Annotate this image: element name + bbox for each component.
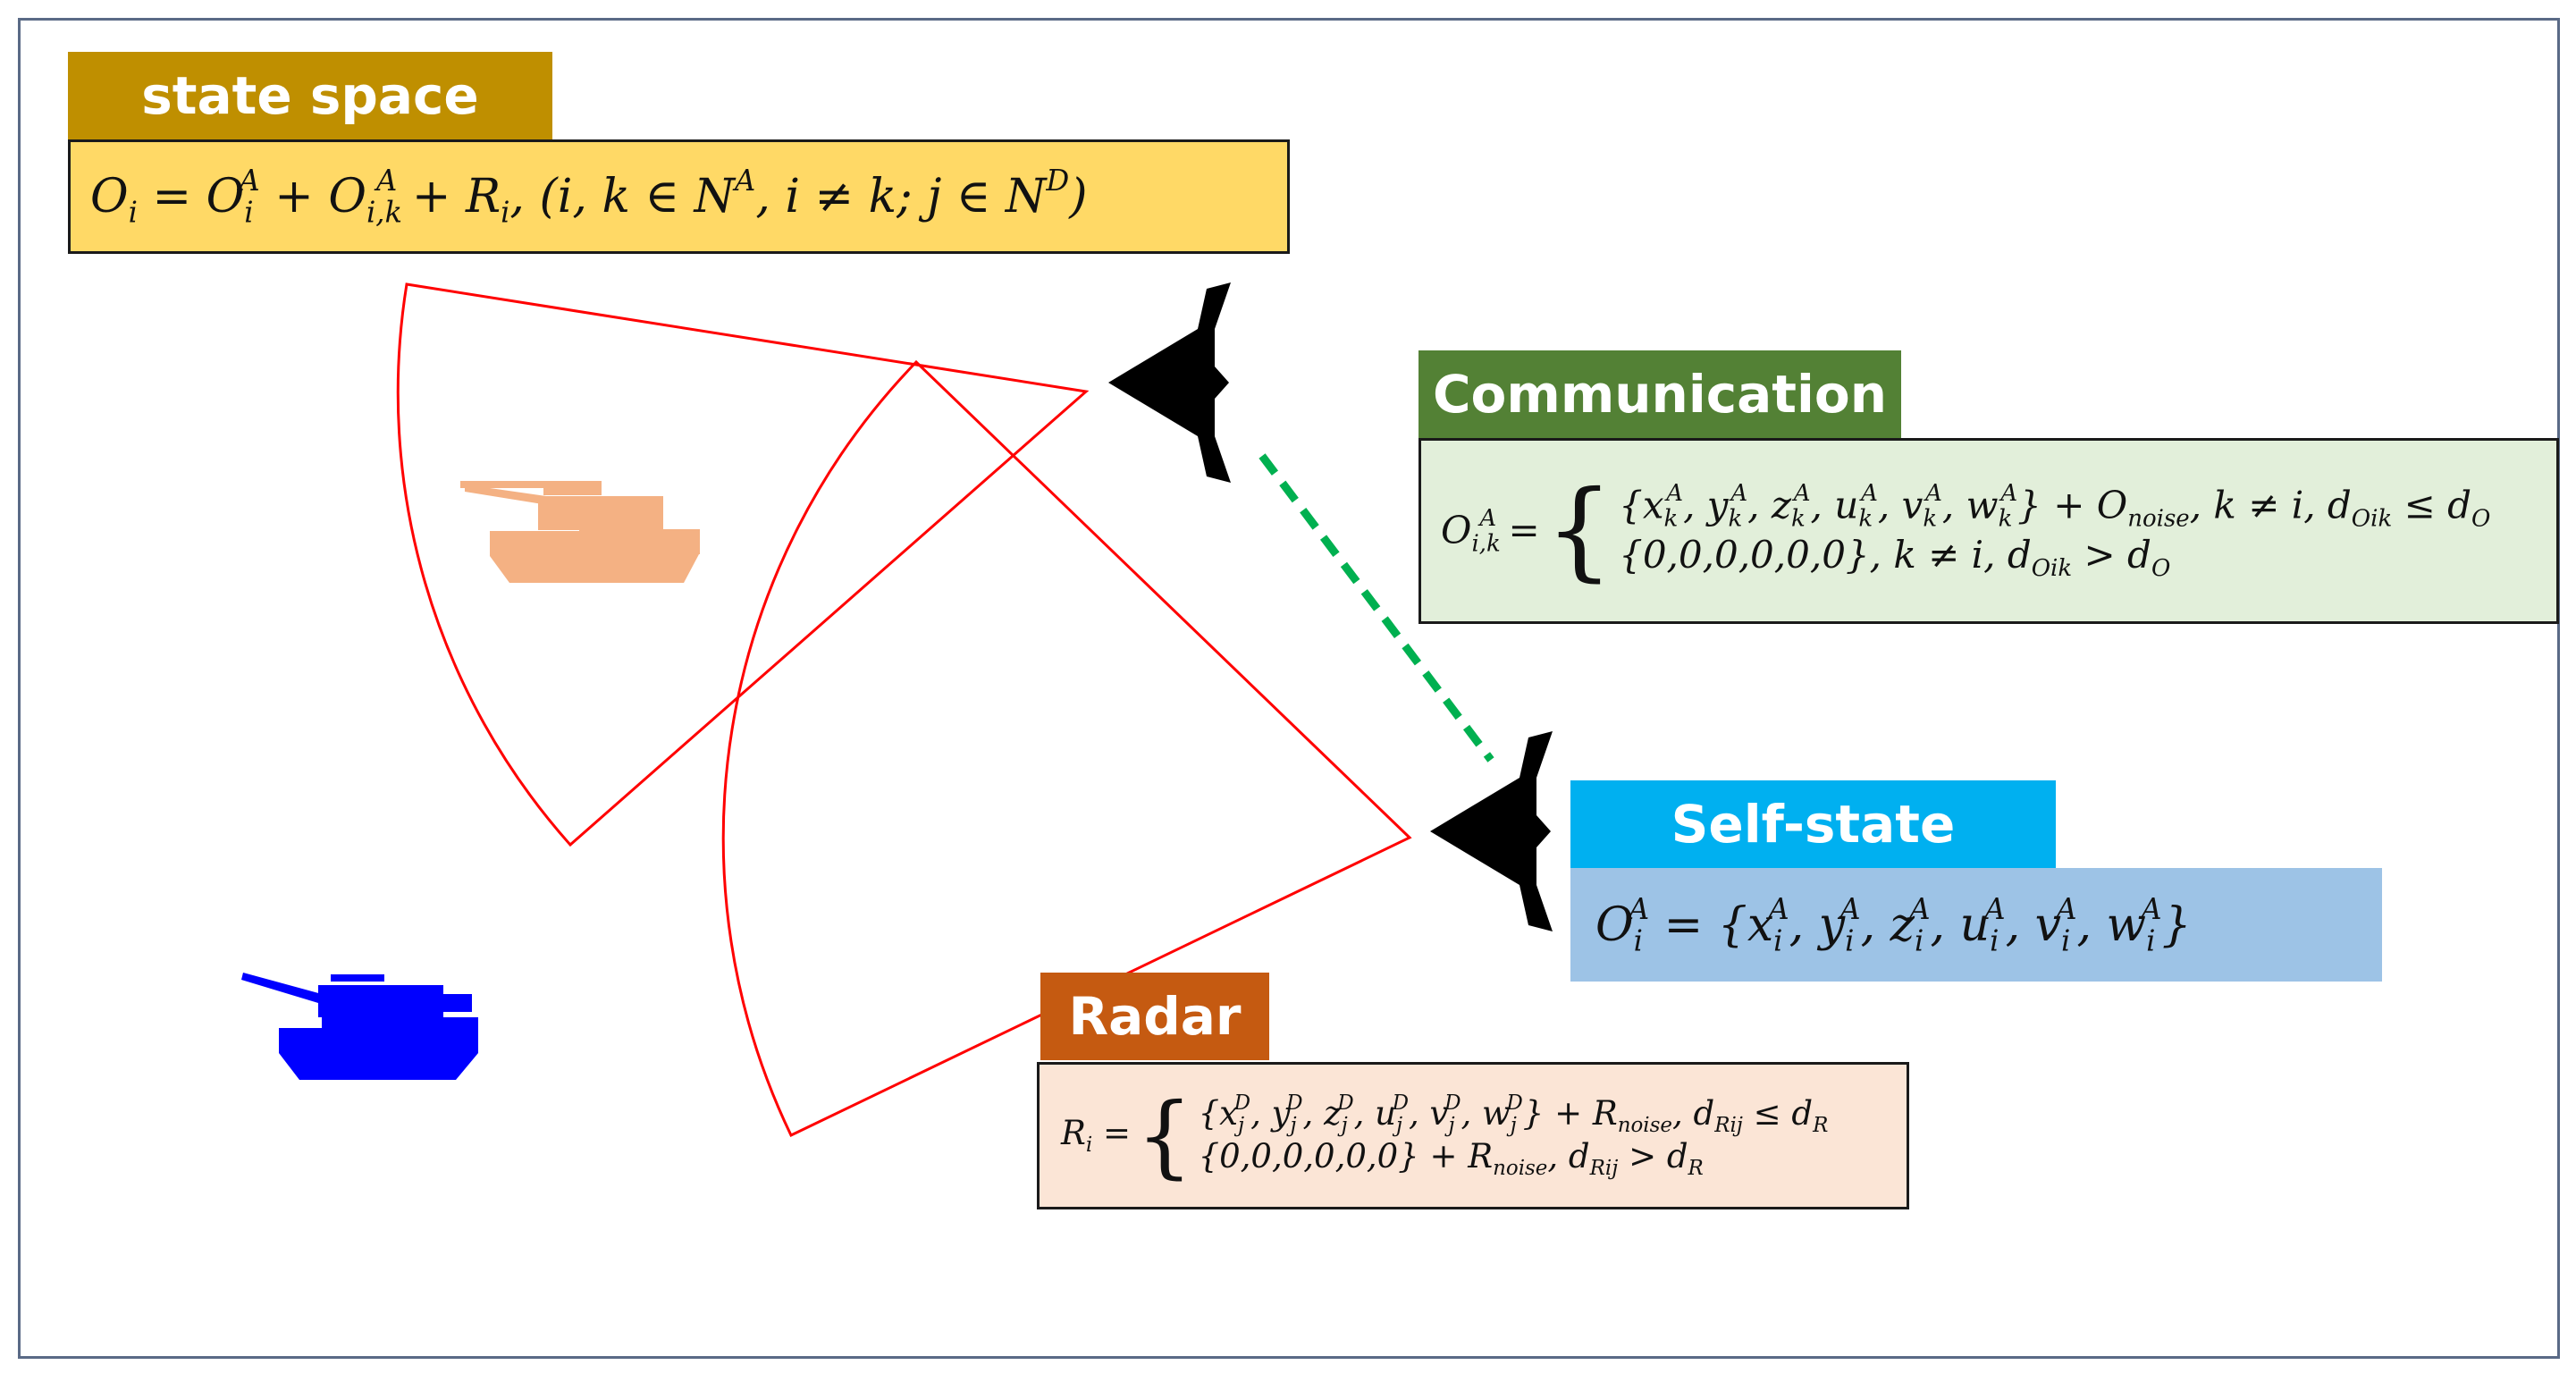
diagram-frame [18, 18, 2560, 1359]
communication-formula-box: Oi,kA = { {xkA, ykA, zkA, ukA, vkA, wkA}… [1418, 438, 2559, 624]
communication-case-2: {0,0,0,0,0,0}, k ≠ i, dOik > dO [1619, 532, 2171, 582]
self-state-title: Self-state [1671, 794, 1956, 855]
uav-bottom-icon [1430, 731, 1553, 931]
tank-blue-icon [241, 973, 478, 1080]
self-state-formula-box: OiA = {xiA, yiA, ziA, uiA, viA, wiA} [1570, 868, 2382, 982]
state-space-formula: Oi = OiA + Oi,kA + Ri, (i, k ∈ NA, i ≠ k… [90, 164, 1088, 230]
communication-link [1259, 453, 1494, 763]
communication-formula: Oi,kA = { {xkA, ykA, zkA, ukA, vkA, wkA}… [1441, 468, 2491, 593]
self-state-header: Self-state [1570, 780, 2056, 868]
state-space-title: state space [141, 65, 479, 126]
communication-case-1: {xkA, ykA, zkA, ukA, vkA, wkA} + Onoise,… [1619, 480, 2491, 533]
radar-header: Radar [1040, 973, 1269, 1060]
state-space-header: state space [68, 52, 552, 139]
radar-title: Radar [1068, 986, 1242, 1047]
radar-sector-top [396, 282, 1090, 847]
uav-top-icon [1108, 282, 1231, 483]
radar-case-2: {0,0,0,0,0,0} + Rnoise, dRij > dR [1198, 1137, 1704, 1181]
tank-orange-icon [460, 481, 700, 583]
radar-formula: Ri = { {xjD, yjD, zjD, ujD, vjD, wjD} + … [1061, 1083, 1829, 1188]
communication-title: Communication [1432, 364, 1887, 425]
radar-lhs: Ri = [1061, 1114, 1131, 1158]
radar-formula-box: Ri = { {xjD, yjD, zjD, ujD, vjD, wjD} + … [1037, 1062, 1909, 1209]
communication-header: Communication [1418, 350, 1901, 438]
radar-case-1: {xjD, yjD, zjD, ujD, vjD, wjD} + Rnoise,… [1198, 1091, 1829, 1138]
state-space-formula-box: Oi = OiA + Oi,kA + Ri, (i, k ∈ NA, i ≠ k… [68, 139, 1290, 254]
radar-sector-bottom [721, 359, 1412, 1138]
communication-lhs: Oi,kA = [1441, 504, 1540, 558]
self-state-formula: OiA = {xiA, yiA, ziA, uiA, viA, wiA} [1595, 891, 2192, 958]
